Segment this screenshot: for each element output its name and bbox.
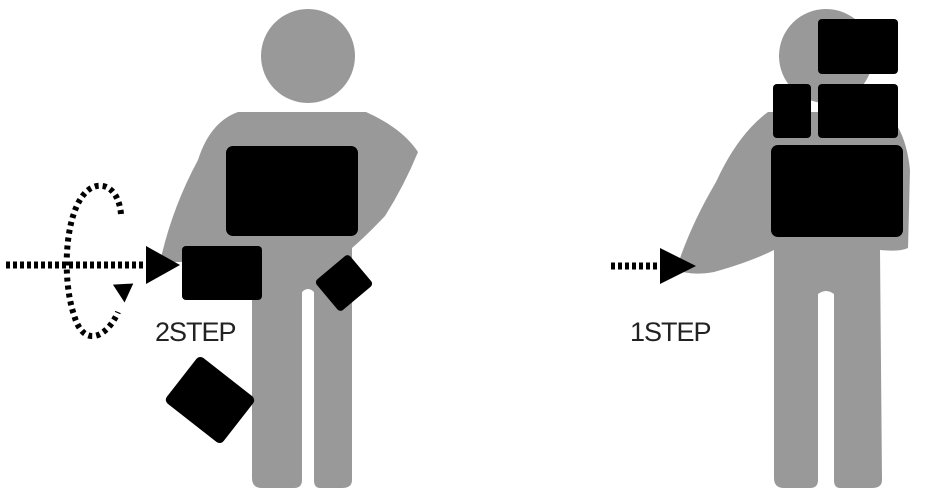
push-arrow-left xyxy=(6,246,180,284)
box-in-hand-left xyxy=(182,246,262,300)
person-head-left xyxy=(261,9,355,103)
box-carried-chest-left xyxy=(226,146,358,236)
box-stack-top xyxy=(818,19,898,74)
step-label-2step: 2STEP xyxy=(155,317,236,347)
box-stack-middle-small xyxy=(773,84,811,138)
box-stack-bottom xyxy=(771,145,903,237)
box-dropped-left xyxy=(164,355,256,445)
rotation-arrow-icon xyxy=(67,186,134,336)
person-figure-right xyxy=(676,9,910,488)
panel-1step: 1STEP xyxy=(611,9,910,488)
panel-2step: 2STEP xyxy=(6,9,418,488)
box-stack-middle-large xyxy=(818,84,898,138)
step-label-1step: 1STEP xyxy=(630,317,711,347)
